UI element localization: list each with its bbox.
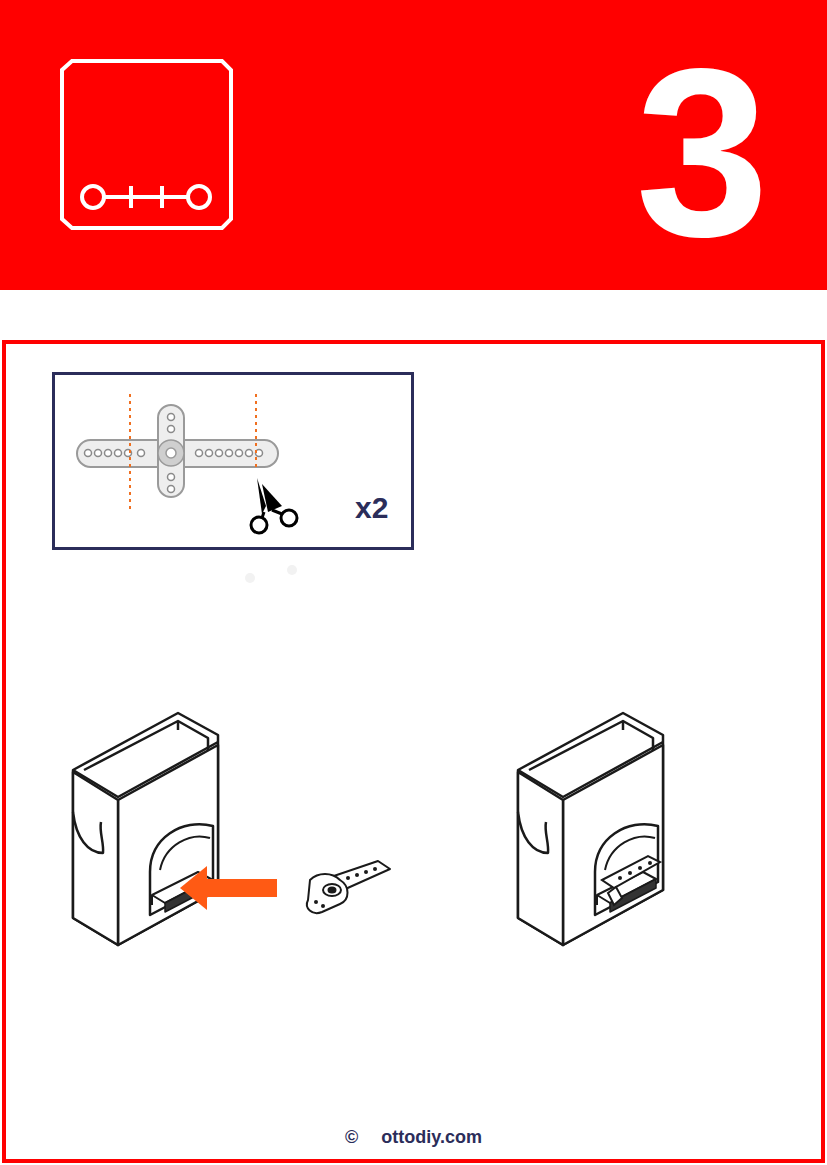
otto-logo	[62, 61, 231, 228]
quantity-label: x2	[355, 493, 388, 523]
header-band	[0, 0, 827, 290]
servo-horn-cut	[77, 394, 278, 510]
horn-inserted	[602, 856, 660, 905]
servo-holder	[73, 713, 218, 945]
scissors-icon	[251, 478, 297, 533]
copyright-text: © ottodiy.com	[6, 1128, 821, 1146]
step-frame: x2 © ottodiy.com	[2, 340, 825, 1163]
faint-dot	[245, 573, 255, 583]
cut-instruction-box: x2	[52, 372, 414, 550]
header-band: 3	[0, 0, 827, 290]
faint-dot	[287, 565, 297, 575]
insert-arrow	[180, 866, 277, 910]
step-number: 3	[636, 32, 769, 272]
servo-holder	[518, 713, 663, 945]
cut-servo-horn	[307, 861, 390, 913]
